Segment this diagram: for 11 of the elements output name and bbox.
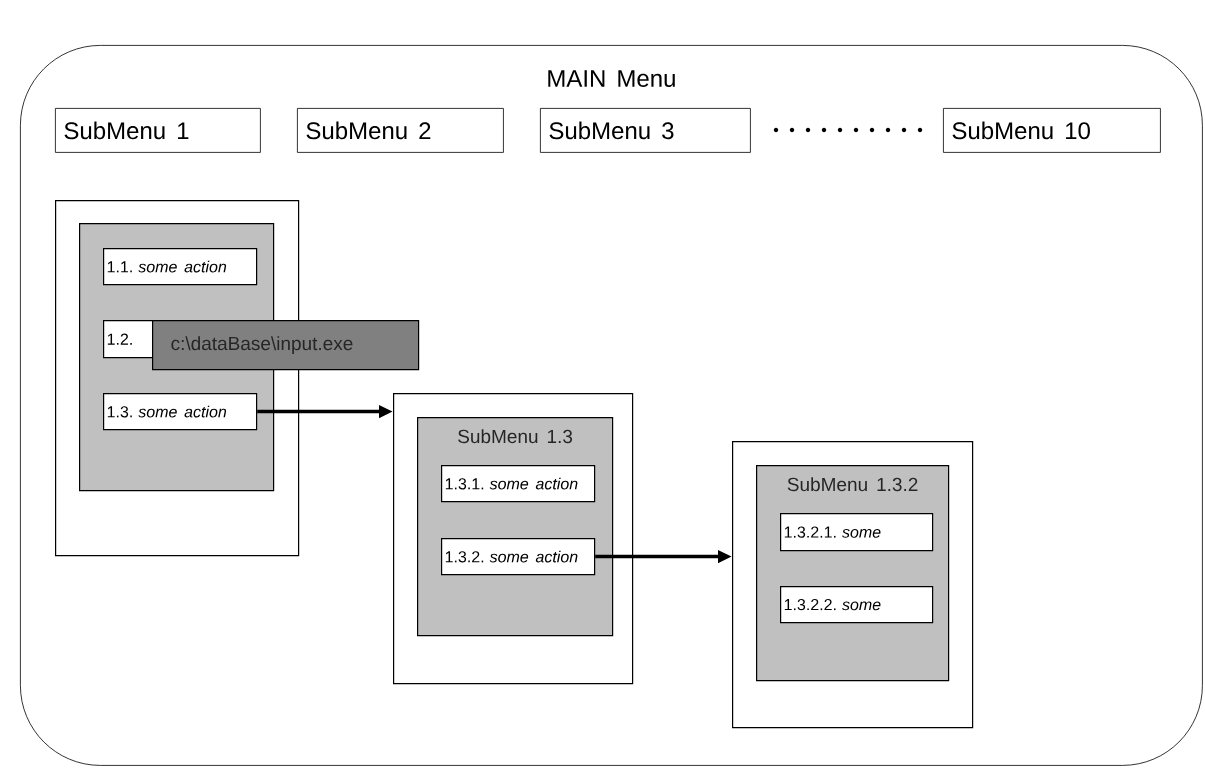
menu-button: SubMenu 3: [540, 108, 751, 153]
menu-item: 1.3. some action: [103, 393, 258, 431]
menu-item: 1.3.2.2. some: [780, 586, 934, 624]
menu-button: SubMenu 10: [943, 108, 1161, 153]
menu-button: SubMenu 1: [55, 108, 261, 153]
menu-button: SubMenu 2: [297, 108, 504, 153]
menu-item: 1.3.2. some action: [441, 538, 596, 576]
tooltip: c:\dataBase\input.exe: [152, 320, 420, 371]
menu-item: 1.1. some action: [103, 248, 258, 286]
menu-item: 1.3.2.1. some: [780, 513, 934, 552]
menu-item: 1.3.1. some action: [441, 465, 596, 503]
